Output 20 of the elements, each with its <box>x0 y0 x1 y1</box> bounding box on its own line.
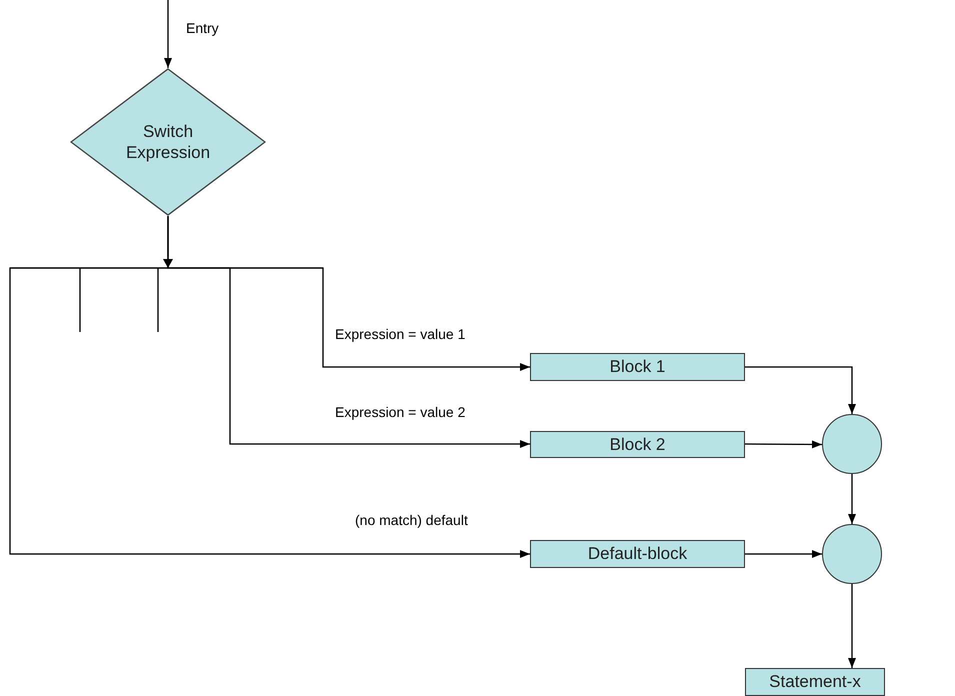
arrow <box>745 550 822 558</box>
arrow <box>848 584 856 668</box>
process-box <box>530 431 745 458</box>
process-box <box>530 353 745 381</box>
arrow <box>164 0 172 68</box>
process-box <box>530 540 745 568</box>
node-label: Default-block <box>588 543 688 565</box>
arrow <box>9 216 530 558</box>
edge-label: Entry <box>186 20 219 38</box>
node-label: Switch Expression <box>124 120 212 164</box>
process-box <box>745 668 885 696</box>
arrow <box>848 474 856 524</box>
edge-label: Expression = value 1 <box>335 326 466 344</box>
edge-label: Expression = value 2 <box>335 404 466 422</box>
arrow <box>745 366 856 414</box>
edge-label: (no match) default <box>355 512 468 530</box>
node-label: Block 1 <box>610 356 666 378</box>
arrow <box>745 440 822 448</box>
node-label: Statement-x <box>769 671 861 693</box>
node-label: Block 2 <box>610 434 666 456</box>
